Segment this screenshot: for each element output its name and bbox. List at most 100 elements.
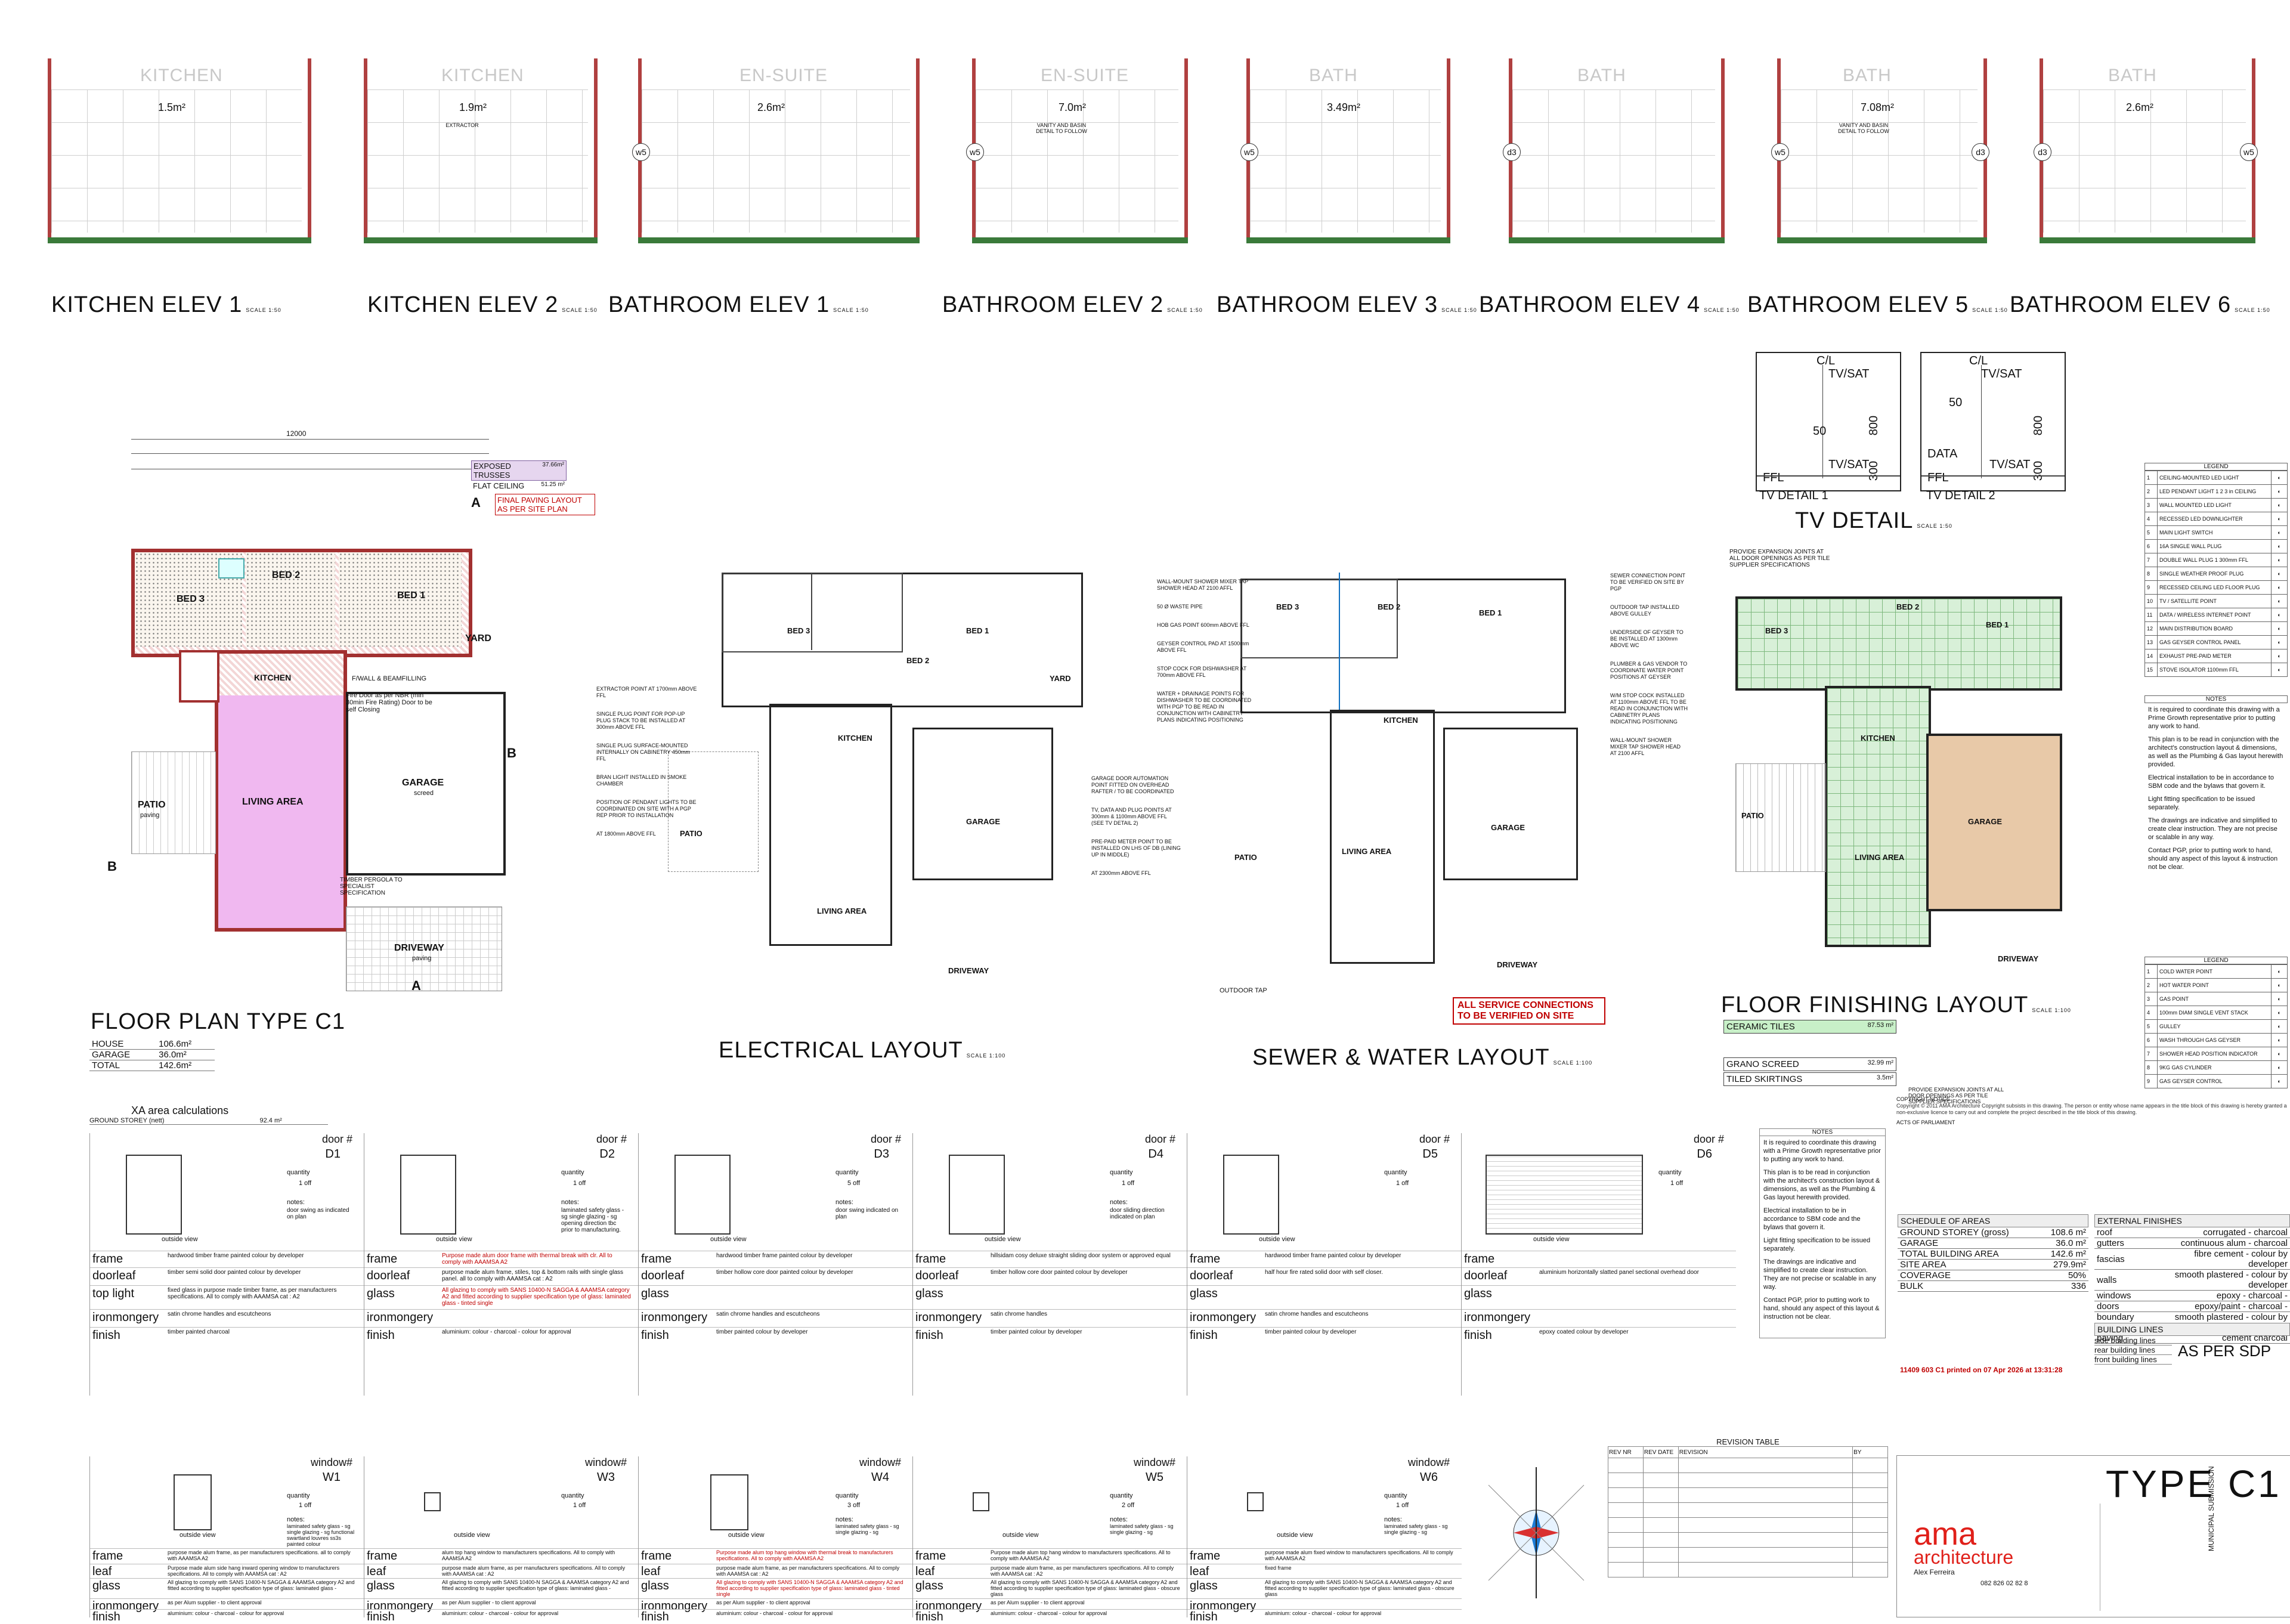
note-item: SEWER CONNECTION POINT TO BE VERIFIED ON… — [1610, 573, 1685, 592]
note-item: WALL-MOUNT SHOWER MIXER TAP SHOWER HEAD … — [1157, 579, 1249, 591]
note-item: PLUMBER & GAS VENDOR TO COORDINATE WATER… — [1610, 661, 1688, 680]
window-elevation-icon — [973, 1492, 989, 1511]
room-garage: GARAGE — [402, 778, 444, 788]
notes-panel-bottom: NOTES It is required to coordinate this … — [1759, 1128, 1886, 1338]
revision-row — [1608, 1532, 1888, 1548]
note-item: W/M STOP COCK INSTALLED AT 1100mm ABOVE … — [1610, 692, 1688, 725]
elevation-tag: w5 — [1771, 143, 1789, 161]
section-marker-a-top: A — [471, 495, 481, 510]
building-line-row: side building lines — [2094, 1336, 2172, 1345]
finishing-note-bottom: PROVIDE EXPANSION JOINTS AT ALL DOOR OPE… — [1908, 1087, 2004, 1105]
section-marker-b-left: B — [107, 859, 117, 874]
patio: PATIO paving — [131, 751, 216, 854]
tv-detail-2: C/L TV/SAT 50 800 DATA TV/SAT 300 FFL — [1920, 352, 2066, 491]
note-item: OUTDOOR TAP INSTALLED ABOVE GULLEY — [1610, 604, 1679, 617]
note-paragraph: This plan is to be read in conjunction w… — [2148, 736, 2283, 768]
room-yard: YARD — [465, 633, 491, 644]
sewer-notes-right: SEWER CONNECTION POINT TO BE VERIFIED ON… — [1610, 573, 1688, 769]
legend-symbol-icon: ◐ — [2271, 580, 2288, 595]
floor-finishing-layout: PROVIDE EXPANSION JOINTS AT ALL DOOR OPE… — [1718, 537, 2099, 990]
legend-symbol-icon: ◐ — [2271, 484, 2288, 499]
service-warning: ALL SERVICE CONNECTIONS TO BE VERIFIED O… — [1453, 997, 1605, 1025]
legend-symbol-icon: ◐ — [2271, 635, 2288, 649]
window-elevation-icon — [424, 1492, 441, 1511]
note-item: HOB GAS POINT 600mm ABOVE FFL — [1157, 622, 1249, 628]
note-paragraph: The drawings are indicative and simplifi… — [1763, 1258, 1876, 1291]
fwall-note: F/WALL & BEAMFILLING — [352, 675, 427, 682]
note-paragraph: Electrical installation to be in accorda… — [1763, 1207, 1861, 1231]
note-paragraph: Light fitting specification to be issued… — [2148, 796, 2255, 811]
room-living: LIVING AREA — [242, 797, 304, 807]
revision-row — [1608, 1458, 1888, 1473]
elevation-room-label: BATH — [1577, 66, 1626, 85]
paving-note: FINAL PAVING LAYOUT AS PER SITE PLAN — [495, 494, 595, 515]
legend-symbol-icon: ◐ — [2271, 539, 2288, 553]
tv-detail-1-label: TV DETAIL 1 — [1759, 489, 1828, 502]
building-line-row: front building lines — [2094, 1355, 2172, 1365]
print-stamp: 11409 603 C1 printed on 07 Apr 2026 at 1… — [1900, 1366, 2063, 1374]
pergola-note: TIMBER PERGOLA TO SPECIALIST SPECIFICATI… — [340, 877, 403, 896]
note-item: SINGLE PLUG SURFACE-MOUNTED INTERNALLY O… — [596, 743, 690, 762]
legend-symbol-icon: ◐ — [2271, 512, 2288, 526]
elevation-room-label: KITCHEN — [140, 66, 223, 85]
legend-symbol-icon: ◐ — [2271, 498, 2288, 512]
tv-detail-1: C/L TV/SAT 50 800 TV/SAT 300 FFL — [1756, 352, 1901, 491]
living-block: KITCHEN LIVING AREA — [215, 650, 347, 932]
window-elevation-icon — [710, 1474, 748, 1530]
note-item: GARAGE DOOR AUTOMATION POINT FITTED ON O… — [1091, 775, 1174, 794]
overall-dimension: 12000 — [286, 429, 307, 438]
note-item: GEYSER CONTROL PAD AT 1500mm ABOVE FFL — [1157, 641, 1249, 653]
elevation-tag: d3 — [2034, 143, 2051, 161]
door-elevation-icon — [949, 1155, 1005, 1235]
legend-symbol-icon: ◐ — [2271, 663, 2288, 677]
revision-row — [1608, 1502, 1888, 1518]
side-label: MUNICIPAL SUBMISSION — [2207, 1466, 2215, 1551]
elevation-area: 2.6m² — [2126, 101, 2154, 113]
note-paragraph: Contact PGP, prior to putting work to ha… — [2148, 847, 2278, 871]
sewer-notes-left: WALL-MOUNT SHOWER MIXER TAP SHOWER HEAD … — [1157, 579, 1252, 735]
note-item: WALL-MOUNT SHOWER MIXER TAP SHOWER HEAD … — [1610, 737, 1681, 756]
note-item: POSITION OF PENDANT LIGHTS TO BE COORDIN… — [596, 799, 697, 818]
note-item: SINGLE PLUG POINT FOR POP-UP PLUG STACK … — [596, 711, 686, 730]
elevation-room-label: BATH — [1309, 66, 1358, 85]
legend-symbol-icon: ◐ — [2271, 649, 2288, 663]
note-item: BRAN LIGHT INSTALLED IN SMOKE CHAMBER — [596, 774, 687, 787]
room-driveway: DRIVEWAY — [394, 943, 444, 953]
section-marker-b-right: B — [507, 746, 516, 760]
legend-symbol-icon: ◐ — [2271, 978, 2288, 992]
note-item: PRE-PAID METER POINT TO BE INSTALLED ON … — [1091, 839, 1181, 858]
revision-row — [1608, 1473, 1888, 1488]
note-item: AT 2300mm ABOVE FFL — [1091, 870, 1151, 876]
outdoor-tap-label: OUTDOOR TAP — [1220, 987, 1267, 994]
